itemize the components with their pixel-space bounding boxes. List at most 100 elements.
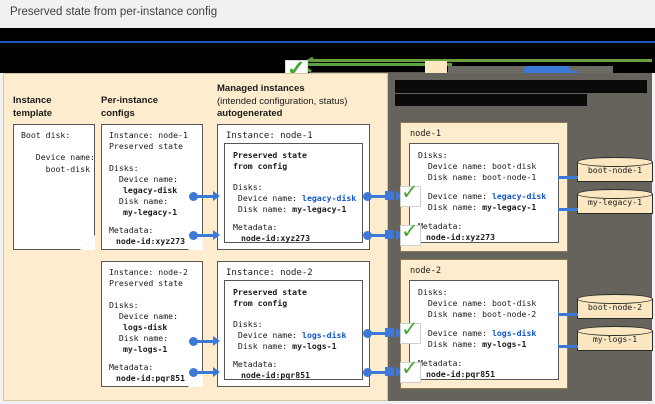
node-metadata-value: node-id:pqr851 xyxy=(426,369,496,379)
connector-line xyxy=(197,195,214,198)
connector-arrow-icon xyxy=(396,230,403,240)
managed-device-row: Device name: logs-disk xyxy=(233,330,346,341)
node-pd-device-label: Device name: xyxy=(418,328,492,338)
node-pd-disk-row: Disk name: my-legacy-1 xyxy=(418,202,536,213)
legend-green-line-long xyxy=(310,59,652,62)
instance-template-card: Boot disk: Device name: boot-disk xyxy=(13,124,95,250)
disk-name: boot-node-2 xyxy=(587,302,643,312)
instance-template-text: Boot disk: Device name: boot-disk xyxy=(21,130,95,174)
cylinder-body xyxy=(577,331,653,351)
cylinder-top xyxy=(577,294,653,304)
config-metadata-value: node-id:xyz273 xyxy=(116,236,186,246)
node-metadata-value: node-id:xyz273 xyxy=(426,232,496,242)
check-glyph: ✓ xyxy=(401,219,419,243)
managed-device-row: Device name: legacy-disk xyxy=(233,193,356,204)
disk-cylinder: boot-node-2 xyxy=(577,294,653,320)
column-heading-instance-template: Instance template xyxy=(13,95,103,120)
cylinder-top xyxy=(577,326,653,336)
managed-metadata-label: Metadata: xyxy=(233,222,278,232)
config-line-1: Instance: node-2 xyxy=(109,267,188,277)
preserved-state-check-icon: ✓ xyxy=(400,319,421,344)
right-panel-heading-redacted-1 xyxy=(395,80,647,93)
connector-line xyxy=(371,371,393,374)
managed-diskname-label: Disk name: xyxy=(233,204,293,214)
heading-line-1: Instance xyxy=(13,95,52,106)
right-panel-heading-redacted-2 xyxy=(395,94,587,106)
node-name: node-1 xyxy=(410,129,442,139)
connector-arrow-icon xyxy=(396,367,403,377)
node-metadata-label: Metadata: xyxy=(418,221,463,231)
preserved-state-line-1: Preserved state xyxy=(233,150,307,160)
managed-diskname-value: my-legacy-1 xyxy=(292,204,347,214)
connector-line xyxy=(371,332,393,335)
managed-diskname-label: Disk name: xyxy=(233,341,293,351)
dog-ear-fold xyxy=(80,235,95,250)
node-boot-device-line: Device name: boot-disk xyxy=(418,298,537,308)
config-diskname-label: Disk name: xyxy=(109,333,169,343)
preserved-state-line-2: from config xyxy=(233,161,288,171)
node-name: node-2 xyxy=(410,266,442,276)
managed-metadata-value: node-id:pqr851 xyxy=(241,370,311,380)
managed-instance-title: Instance: node-1 xyxy=(226,131,313,141)
connector-dot xyxy=(363,329,372,338)
node-pd-disk-row: Disk name: my-logs-1 xyxy=(418,339,527,350)
column-heading-per-instance-configs: Per-instance configs xyxy=(101,95,211,120)
legend-blue-rule xyxy=(0,41,655,43)
connector-line xyxy=(371,234,393,237)
connector-line xyxy=(371,195,393,198)
legend-green-line xyxy=(302,63,452,66)
managed-disks-label: Disks: xyxy=(233,319,263,329)
config-device-label: Device name: xyxy=(109,311,179,321)
disk-connector xyxy=(558,313,578,316)
managed-device-value: legacy-disk xyxy=(302,193,357,203)
config-device-label: Device name: xyxy=(109,174,179,184)
per-instance-config-card: Instance: node-2 Preserved state Disks: … xyxy=(101,261,203,387)
node-pd-disk-value: my-logs-1 xyxy=(482,339,527,349)
disk-connector xyxy=(558,208,578,211)
config-device-value: legacy-disk xyxy=(123,185,178,195)
node-pd-device-row: Device name: logs-disk xyxy=(418,328,536,339)
managed-disks-label: Disks: xyxy=(233,182,263,192)
node-detail-box: Disks: Device name: boot-disk Disk name:… xyxy=(409,280,559,380)
connector-arrow-icon xyxy=(213,367,220,377)
preserved-state-inner-box: Preserved state from config Disks: Devic… xyxy=(224,280,363,380)
disk-name: my-legacy-1 xyxy=(587,197,643,207)
disk-cylinder: my-logs-1 xyxy=(577,326,653,352)
cylinder-body xyxy=(577,194,653,214)
disk-connector xyxy=(558,176,578,179)
node-disks-label: Disks: xyxy=(418,150,448,160)
managed-diskname-value: my-logs-1 xyxy=(292,341,337,351)
legend-band: ✓ xyxy=(0,28,655,83)
config-device-value: logs-disk xyxy=(123,322,168,332)
node-pd-device-label: Device name: xyxy=(418,191,492,201)
node-pd-disk-value: my-legacy-1 xyxy=(482,202,537,212)
heading-line-2: template xyxy=(13,107,53,119)
per-instance-config-card: Instance: node-1 Preserved state Disks: … xyxy=(101,124,203,250)
connector-line xyxy=(197,234,214,237)
connector-dot xyxy=(363,368,372,377)
config-disks-label: Disks: xyxy=(109,300,139,310)
heading-line-3: autogenerated xyxy=(217,108,283,119)
connector-dot xyxy=(189,368,198,377)
preserved-state-line-1: Preserved state xyxy=(233,287,307,297)
managed-diskname-row: Disk name: my-logs-1 xyxy=(233,341,337,352)
connector-dot xyxy=(189,231,198,240)
connector-arrow-icon xyxy=(396,328,403,338)
connector-square xyxy=(385,230,394,239)
caption-bar: Preserved state from per-instance config xyxy=(0,0,655,28)
managed-diskname-row: Disk name: my-legacy-1 xyxy=(233,204,346,215)
node-boot-disk-line: Disk name: boot-node-1 xyxy=(418,172,537,182)
node-pd-disk-label: Disk name: xyxy=(418,202,483,212)
managed-instance-title: Instance: node-2 xyxy=(226,268,313,278)
config-diskname-value: my-legacy-1 xyxy=(123,207,178,217)
connector-line xyxy=(197,340,214,343)
node-pd-device-value: logs-disk xyxy=(491,328,537,338)
managed-device-label: Device name: xyxy=(233,330,303,340)
heading-line-2: (intended configuration, status) xyxy=(217,95,348,107)
disk-cylinder: boot-node-1 xyxy=(577,157,653,183)
connector-arrow-icon xyxy=(213,230,220,240)
config-metadata-label: Metadata: xyxy=(109,362,154,372)
heading-line-1: Managed instances xyxy=(217,83,305,94)
caption-text: Preserved state from per-instance config xyxy=(10,6,218,18)
disk-connector xyxy=(558,345,578,348)
